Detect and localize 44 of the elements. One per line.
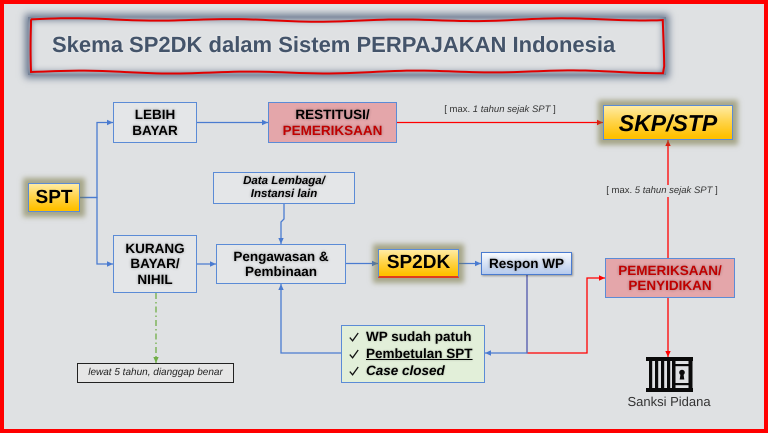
- box-label: SP2DK: [386, 252, 450, 274]
- icon-caption: Sanksi Pidana: [626, 394, 712, 409]
- diagram-title: Skema SP2DK dalam Sistem PERPAJAKAN Indonesia: [52, 32, 616, 58]
- process-box: [113, 235, 197, 293]
- process-box: [268, 102, 397, 143]
- highlight-box: [603, 105, 733, 140]
- checklist-item: Case closed: [366, 363, 445, 379]
- arrow: [278, 284, 341, 354]
- checklist-item: WP sudah patuh: [366, 329, 472, 345]
- arrow: [278, 204, 285, 244]
- checklist-item: Pembetulan SPT: [366, 346, 473, 362]
- box-label: Respon WP: [488, 256, 564, 272]
- process-box: [481, 252, 572, 275]
- box-label: KURANG BAYAR/ NIHIL: [124, 241, 186, 287]
- arrow: [485, 275, 528, 356]
- arrow: [153, 293, 159, 363]
- box-label: SKP/STP: [618, 110, 718, 136]
- process-box: [113, 102, 197, 143]
- arrow: [665, 140, 671, 258]
- box-label: Pengawasan & Pembinaan: [232, 248, 330, 280]
- box-label: PEMERIKSAAN/ PENYIDIKAN: [617, 262, 723, 294]
- arrow: [665, 298, 671, 357]
- checklist-box: [341, 325, 485, 383]
- arrow: [197, 120, 268, 126]
- process-box: [216, 244, 346, 284]
- prison-bars-icon: [646, 357, 693, 392]
- arrow: [80, 196, 113, 267]
- arrow: [397, 120, 603, 126]
- note-text: lewat 5 tahun, dianggap benar: [88, 367, 223, 379]
- edge-label: [ max. 5 tahun sejak SPT ]: [604, 185, 720, 197]
- box-label: PEMERIKSAAN: [282, 122, 382, 138]
- note-box: [77, 363, 234, 383]
- arrow: [197, 261, 216, 267]
- box-label: LEBIH BAYAR: [131, 107, 179, 138]
- highlight-box: [378, 249, 459, 278]
- edge-label: [ max. 1 tahun sejak SPT ]: [442, 104, 558, 116]
- highlight-box: [28, 183, 80, 212]
- source-box: [213, 172, 355, 204]
- box-label: SPT: [36, 186, 72, 208]
- box-label: Data Lembaga/ Instansi lain: [242, 175, 327, 201]
- process-box: [605, 258, 735, 298]
- arrow: [459, 260, 481, 266]
- arrow: [346, 260, 378, 266]
- box-label: RESTITUSI/: [295, 107, 370, 122]
